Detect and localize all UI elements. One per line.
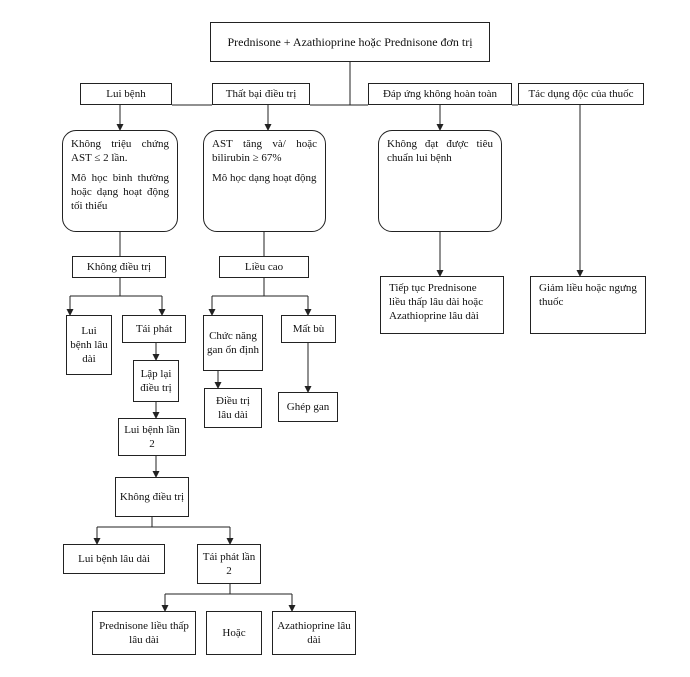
branch-failure-text: Thất bại điều trị <box>225 88 297 100</box>
branch-remission-text: Lui bệnh <box>106 88 146 100</box>
remission-2-box: Lui bệnh lần 2 <box>118 418 186 456</box>
failure-criteria-line1: AST tăng và/ hoặc bilirubin ≥ 67% <box>212 138 317 164</box>
stable-liver-box: Chức năng gan ổn định <box>203 315 263 371</box>
decompensation-text: Mất bù <box>292 323 325 335</box>
long-remission-2-text: Lui bệnh lâu dài <box>78 553 150 565</box>
retreat-box: Lập lại điều trị <box>133 360 179 402</box>
branch-remission-box: Lui bệnh <box>80 83 172 105</box>
incomplete-criteria-text: Không đạt được tiêu chuẩn lui bệnh <box>387 138 493 164</box>
branch-toxicity-box: Tác dụng độc của thuốc <box>518 83 644 105</box>
root-regimen-box: Prednisone + Azathioprine hoặc Prednison… <box>210 22 490 62</box>
relapse-1-text: Tái phát <box>135 323 173 335</box>
branch-failure-box: Thất bại điều trị <box>212 83 310 105</box>
option-azathioprine-text: Azathioprine lâu dài <box>277 620 351 646</box>
remission-criteria-line2: Mô học bình thường hoặc dạng hoạt động t… <box>71 172 169 212</box>
no-treatment-2-text: Không điều trị <box>119 491 185 503</box>
branch-incomplete-text: Đáp ứng không hoàn toàn <box>382 88 498 100</box>
long-remission-1-box: Lui bệnh lâu dài <box>66 315 112 375</box>
relapse-2-text: Tái phát lần 2 <box>202 551 256 577</box>
retreat-text: Lập lại điều trị <box>140 368 172 394</box>
incomplete-criteria-box: Không đạt được tiêu chuẩn lui bệnh <box>378 130 502 232</box>
reduce-dose-box: Giảm liều hoặc ngưng thuốc <box>530 276 646 334</box>
no-treatment-1-text: Không điều trị <box>86 261 152 273</box>
branch-toxicity-text: Tác dụng độc của thuốc <box>528 88 634 100</box>
long-term-treatment-box: Điều trị lâu dài <box>204 388 262 428</box>
long-term-treatment-text: Điều trị lâu dài <box>216 395 250 421</box>
no-treatment-2-box: Không điều trị <box>115 477 189 517</box>
option-or-box: Hoặc <box>206 611 262 655</box>
relapse-1-box: Tái phát <box>122 315 186 343</box>
decompensation-box: Mất bù <box>281 315 336 343</box>
relapse-2-box: Tái phát lần 2 <box>197 544 261 584</box>
option-prednisone-text: Prednisone liều thấp lâu dài <box>99 620 189 646</box>
continue-treatment-box: Tiếp tục Prednisone liều thấp lâu dài ho… <box>380 276 504 334</box>
high-dose-text: Liều cao <box>244 261 284 273</box>
failure-criteria-line2: Mô học dạng hoạt động <box>212 172 317 184</box>
continue-treatment-text: Tiếp tục Prednisone liều thấp lâu dài ho… <box>389 282 484 322</box>
remission-criteria-box: Không triệu chứng AST ≤ 2 lần. Mô học bì… <box>62 130 178 232</box>
option-or-text: Hoặc <box>222 627 246 639</box>
failure-criteria-box: AST tăng và/ hoặc bilirubin ≥ 67% Mô học… <box>203 130 326 232</box>
root-regimen-text: Prednisone + Azathioprine hoặc Prednison… <box>227 35 473 49</box>
long-remission-2-box: Lui bệnh lâu dài <box>63 544 165 574</box>
liver-transplant-text: Ghép gan <box>286 401 330 413</box>
no-treatment-1-box: Không điều trị <box>72 256 166 278</box>
remission-criteria-line1: Không triệu chứng AST ≤ 2 lần. <box>71 138 169 164</box>
remission-2-text: Lui bệnh lần 2 <box>124 424 180 450</box>
option-prednisone-box: Prednisone liều thấp lâu dài <box>92 611 196 655</box>
long-remission-1-text: Lui bệnh lâu dài <box>70 325 108 365</box>
option-azathioprine-box: Azathioprine lâu dài <box>272 611 356 655</box>
stable-liver-text: Chức năng gan ổn định <box>207 330 259 356</box>
branch-incomplete-box: Đáp ứng không hoàn toàn <box>368 83 512 105</box>
reduce-dose-text: Giảm liều hoặc ngưng thuốc <box>539 282 637 308</box>
high-dose-box: Liều cao <box>219 256 309 278</box>
liver-transplant-box: Ghép gan <box>278 392 338 422</box>
